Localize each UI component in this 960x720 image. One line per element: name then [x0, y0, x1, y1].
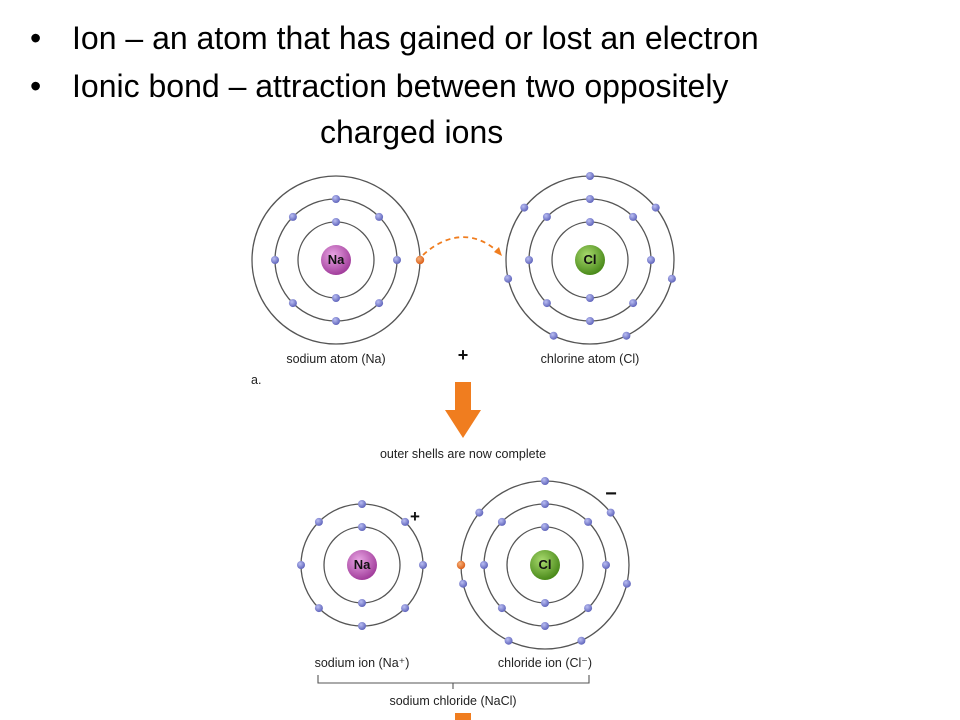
electron — [647, 256, 655, 264]
bullet-marker: • — [30, 20, 42, 56]
electron — [288, 212, 297, 221]
electron — [586, 195, 594, 203]
electron-transfer-arrow — [422, 236, 503, 257]
electron — [332, 317, 340, 325]
bullet-text: Ion – an atom that has gained or lost an… — [72, 20, 759, 56]
sodium-atom-caption: sodium atom (Na) — [286, 352, 385, 366]
electron — [480, 561, 488, 569]
electron — [577, 636, 586, 645]
electron — [375, 212, 384, 221]
electron — [314, 604, 323, 613]
negative-charge: − — [605, 483, 617, 505]
sodium-electrons — [271, 195, 401, 325]
electron — [475, 508, 484, 517]
electron — [541, 599, 549, 607]
electron — [332, 218, 340, 226]
chlorine-nucleus — [575, 245, 605, 275]
bullet-text-continuation: charged ions — [320, 114, 504, 150]
electron — [586, 218, 594, 226]
chloride-ion-caption: chloride ion (Cl⁻) — [498, 656, 592, 670]
electron — [504, 636, 513, 645]
sodium-ion-caption: sodium ion (Na⁺) — [315, 656, 410, 670]
electron — [622, 579, 631, 588]
electron — [419, 561, 427, 569]
sodium-ion-electrons — [297, 500, 427, 630]
electron — [525, 256, 533, 264]
electron — [584, 517, 593, 526]
electron — [629, 299, 638, 308]
electron — [629, 212, 638, 221]
sodium-symbol: Na — [328, 252, 345, 267]
chloride-electrons — [459, 477, 631, 645]
sodium-atom: Na — [251, 175, 425, 345]
electron — [651, 203, 660, 212]
positive-charge: + — [410, 507, 420, 526]
electron — [271, 256, 279, 264]
bullet-list: • Ion – an atom that has gained or lost … — [30, 14, 930, 154]
bullet-ionic-bond-definition: • Ionic bond – attraction between two op… — [30, 62, 930, 154]
bullet-marker: • — [30, 68, 42, 104]
electron — [497, 517, 506, 526]
transition-caption: outer shells are now complete — [380, 447, 546, 461]
electron — [332, 195, 340, 203]
gained-electron — [456, 560, 466, 570]
electron — [358, 500, 366, 508]
electron — [584, 604, 593, 613]
electron — [541, 477, 549, 485]
chloride-nucleus — [530, 550, 560, 580]
sodium-ion: Na + — [297, 500, 427, 630]
electron — [541, 500, 549, 508]
electron — [667, 274, 676, 283]
electron — [358, 599, 366, 607]
electron — [542, 212, 551, 221]
electron — [358, 523, 366, 531]
electron — [375, 299, 384, 308]
sodium-ion-nucleus — [347, 550, 377, 580]
chlorine-atom: Cl — [504, 172, 676, 345]
electron — [401, 604, 410, 613]
electron — [401, 517, 410, 526]
sodium-nucleus — [321, 245, 351, 275]
chloride-ion: Cl − — [456, 477, 631, 650]
electron — [459, 579, 468, 588]
plus-sign: + — [458, 345, 469, 365]
chlorine-electrons — [504, 172, 676, 340]
electron — [541, 523, 549, 531]
nacl-caption: sodium chloride (NaCl) — [389, 694, 516, 708]
electron — [288, 299, 297, 308]
electron — [332, 294, 340, 302]
electron — [622, 331, 631, 340]
electron — [541, 622, 549, 630]
electron — [497, 604, 506, 613]
bullet-text: Ionic bond – attraction between two oppo… — [72, 68, 729, 104]
chloride-symbol: Cl — [539, 557, 552, 572]
electron — [358, 622, 366, 630]
electron — [542, 299, 551, 308]
panel-label: a. — [251, 373, 261, 387]
bullet-ion-definition: • Ion – an atom that has gained or lost … — [30, 14, 930, 62]
electron — [586, 294, 594, 302]
electron — [586, 317, 594, 325]
electron — [393, 256, 401, 264]
electron — [314, 517, 323, 526]
sodium-ion-symbol: Na — [354, 557, 371, 572]
chlorine-atom-caption: chlorine atom (Cl) — [541, 352, 640, 366]
electron — [606, 508, 615, 517]
electron — [520, 203, 529, 212]
next-arrow-icon — [455, 713, 471, 720]
valence-electron — [415, 255, 425, 265]
arrowhead-icon — [494, 247, 502, 256]
nacl-bracket — [317, 675, 590, 689]
electron — [504, 274, 513, 283]
electron — [549, 331, 558, 340]
down-arrow-icon — [445, 382, 481, 438]
electron — [586, 172, 594, 180]
electron — [297, 561, 305, 569]
chlorine-symbol: Cl — [584, 252, 597, 267]
electron — [602, 561, 610, 569]
